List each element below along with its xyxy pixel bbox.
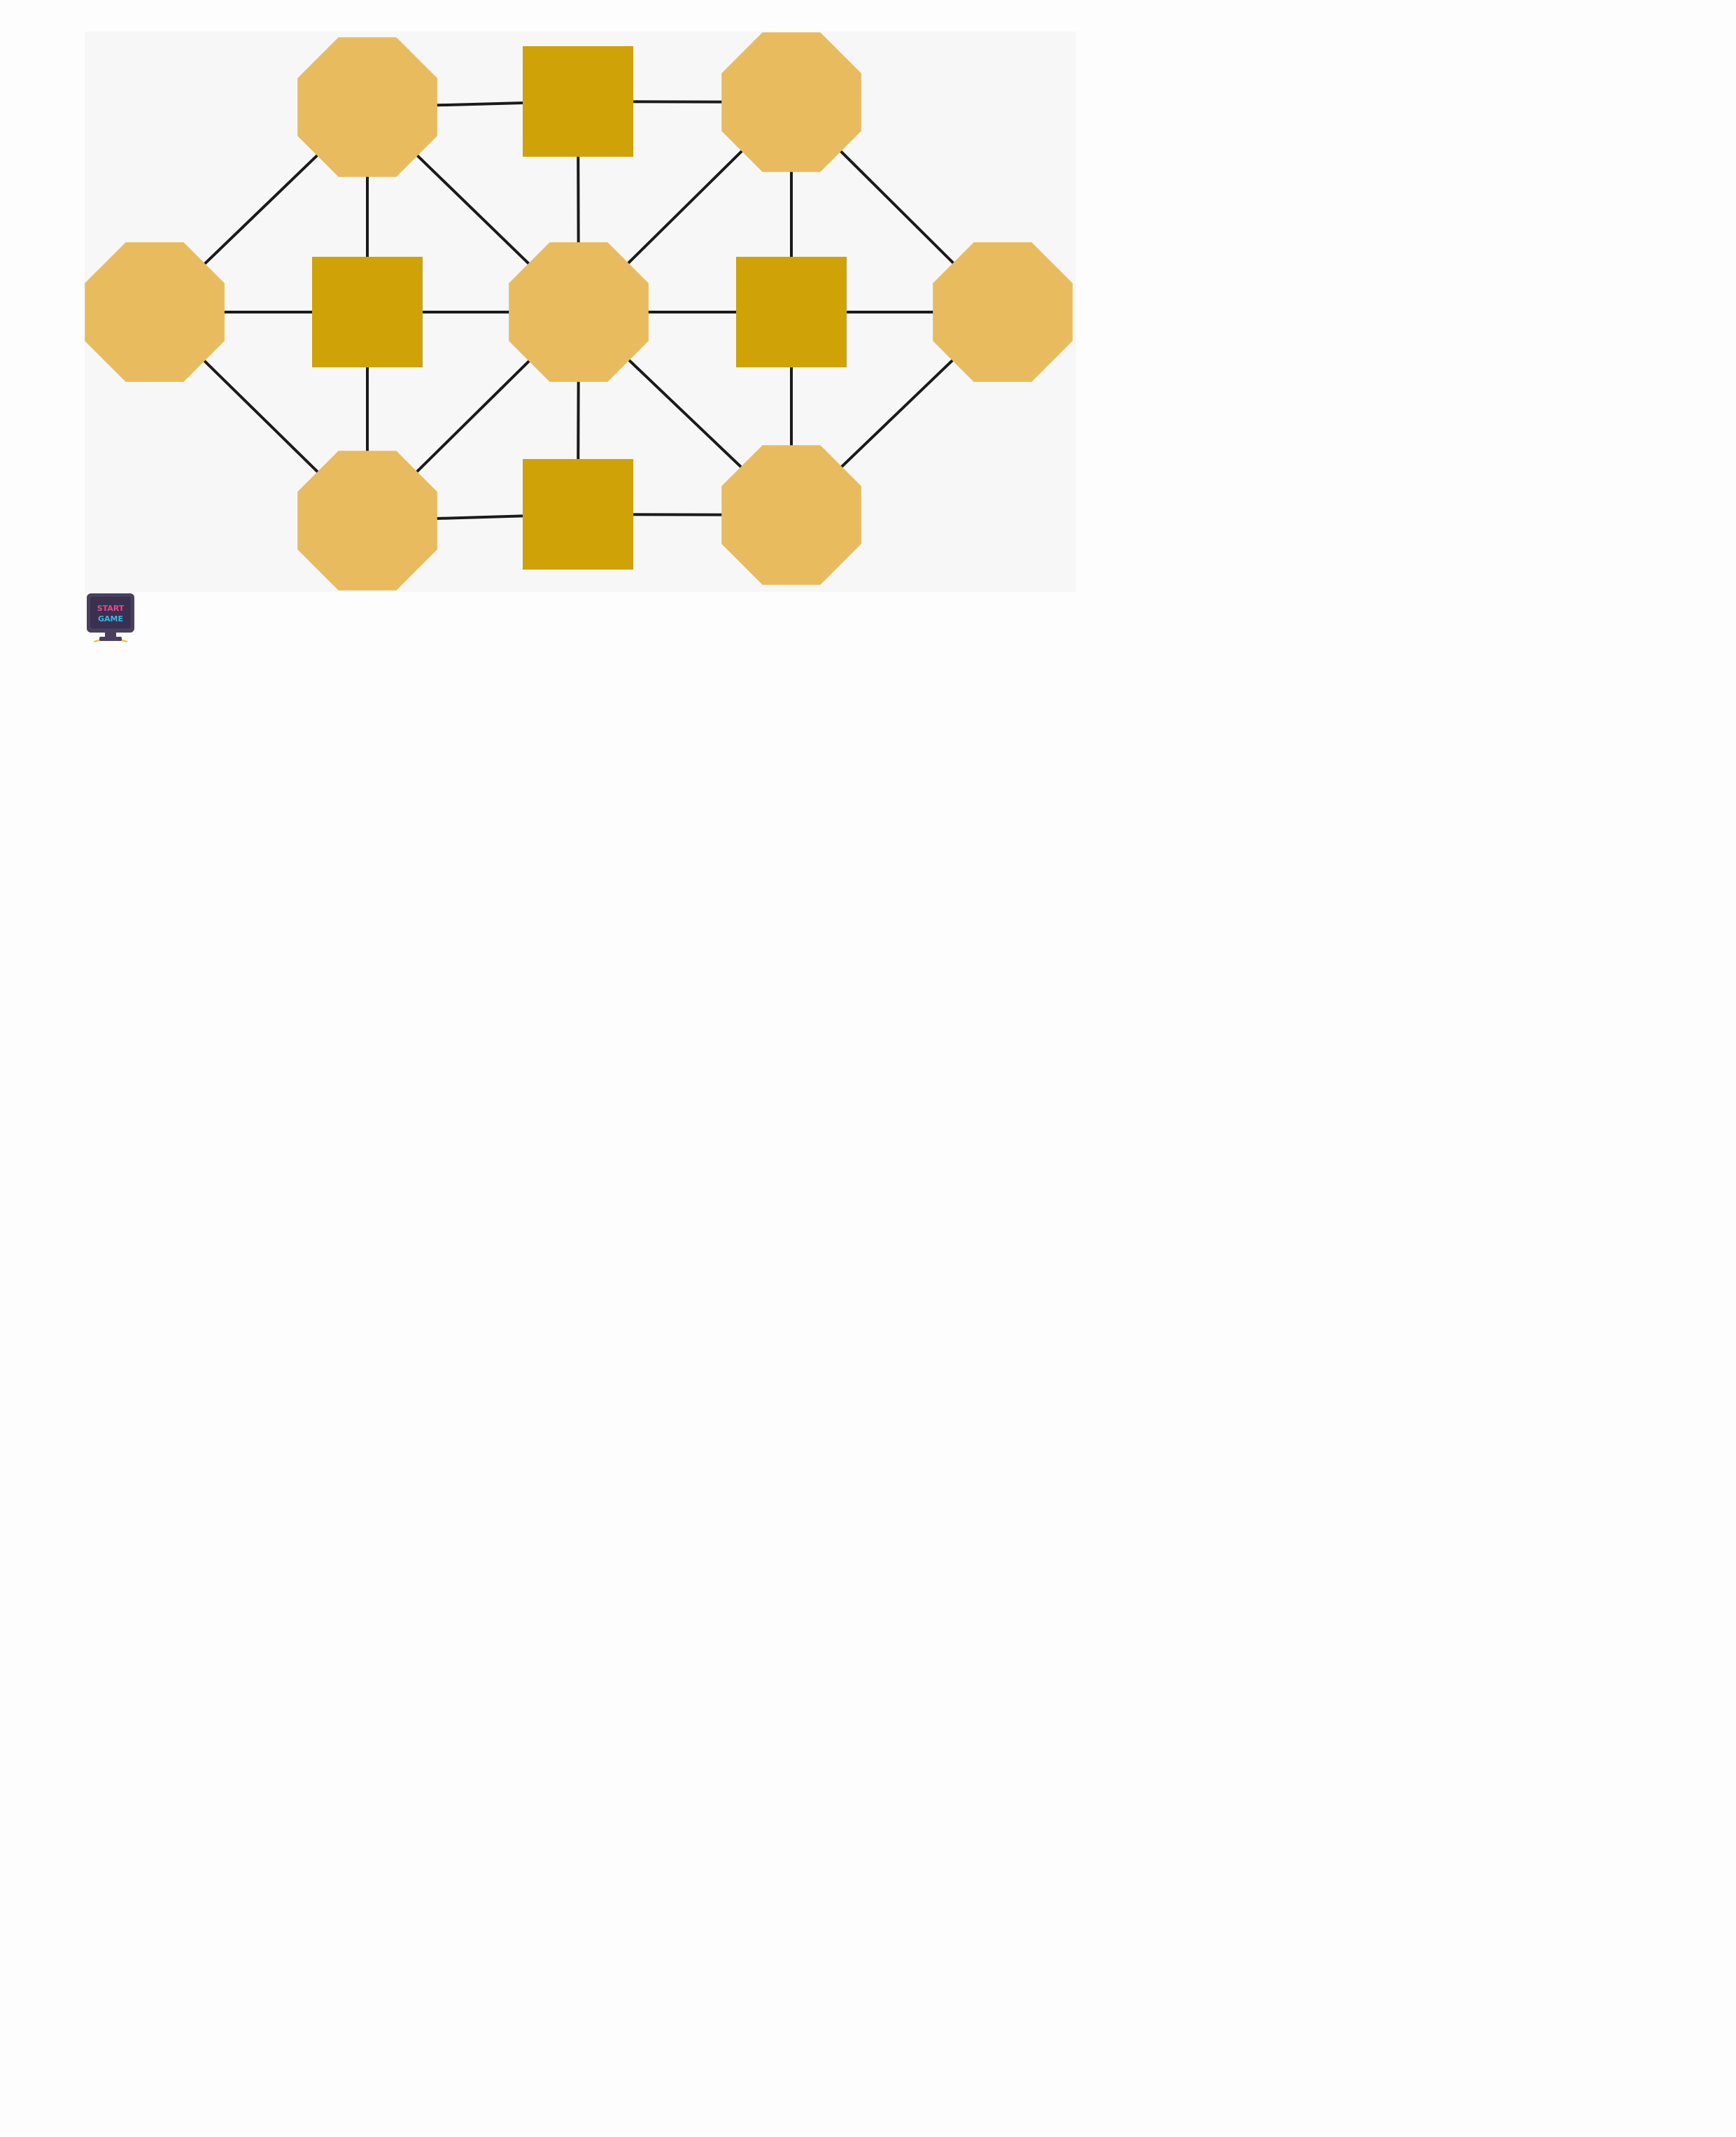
board-node-square-top[interactable] [523,46,633,157]
board-node-square-mid-right[interactable] [736,257,847,367]
start-game-button[interactable]: START GAME [84,592,137,645]
board-node-oct-top-right[interactable] [721,32,861,172]
board-node-oct-mid-left[interactable] [85,242,225,382]
board-node-oct-top-left[interactable] [297,37,437,177]
board-node-oct-mid-right[interactable] [933,242,1073,382]
game-board [85,31,1076,592]
board-node-oct-center[interactable] [509,242,649,382]
game-label: GAME [98,614,123,623]
monitor-screen [90,597,131,628]
start-label: START [97,604,125,613]
board-node-square-mid-left[interactable] [312,257,423,367]
board-node-oct-bottom-right[interactable] [721,445,861,585]
board-node-square-bottom[interactable] [523,459,633,570]
nodes-layer [85,32,1073,591]
monitor-base [99,637,122,641]
monitor-neck [105,633,116,637]
board-graph [85,32,1073,591]
monitor-icon: START GAME [87,593,134,642]
board-node-oct-bottom-left[interactable] [297,451,437,591]
